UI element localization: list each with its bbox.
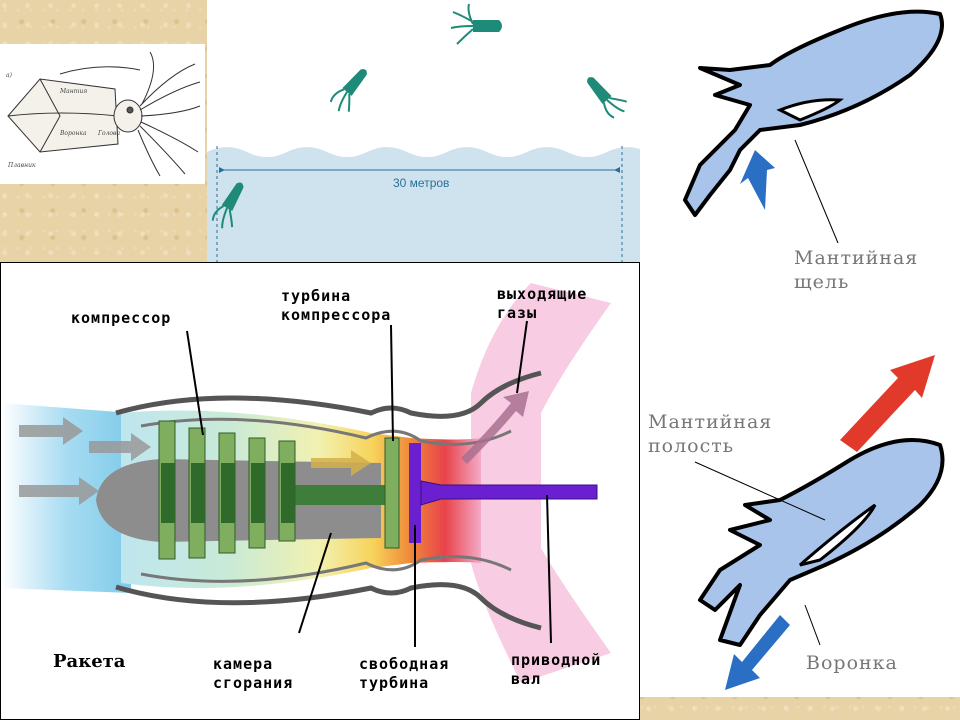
compressor-label: компрессор — [71, 309, 172, 327]
squid-jet-drawing — [683, 9, 945, 690]
sketch-tag: а) — [6, 72, 12, 79]
sketch-label-head: Голова — [98, 130, 121, 137]
squid-jet-panel: Мантийная щель Мантийная полость Воронка — [640, 0, 960, 697]
arrow-icon — [840, 355, 935, 452]
free-turbine-label: свободная турбина — [359, 655, 450, 692]
drive-shaft — [420, 480, 598, 506]
arrow-icon — [740, 150, 775, 210]
mantle-slit-label: Мантийная щель — [794, 247, 919, 293]
turboshaft-engine-diagram: компрессор турбина компрессора выходящие… — [0, 262, 640, 720]
distance-label: 30 метров — [393, 176, 450, 190]
arrow-icon — [725, 615, 790, 690]
squid-icon — [211, 3, 628, 229]
arrow-icon — [19, 391, 529, 505]
mantle-cavity-label: Мантийная полость — [648, 411, 773, 457]
squid-sketch-drawing — [7, 51, 201, 177]
sketch-label-fin: Плавник — [8, 162, 36, 169]
rocket-label: Ракета — [53, 651, 126, 672]
squid-flight-illustration: 30 метров — [207, 0, 640, 262]
funnel-label: Воронка — [806, 652, 898, 674]
flight-drawing — [207, 3, 640, 262]
compressor-turbine-label: турбина компрессора — [281, 287, 392, 324]
engine-drawing — [1, 283, 611, 683]
combustion-chamber-label: камера сгорания — [213, 655, 294, 692]
squid-anatomy-sketch: а) Плавник Мантия Воронка Голова — [0, 44, 205, 184]
free-turbine — [409, 443, 421, 543]
exhaust-gases-label: выходящие газы — [497, 285, 588, 322]
sketch-label-mantle: Мантия — [60, 88, 88, 95]
drive-shaft-label: приводной вал — [511, 651, 602, 688]
sketch-label-funnel: Воронка — [60, 130, 87, 137]
